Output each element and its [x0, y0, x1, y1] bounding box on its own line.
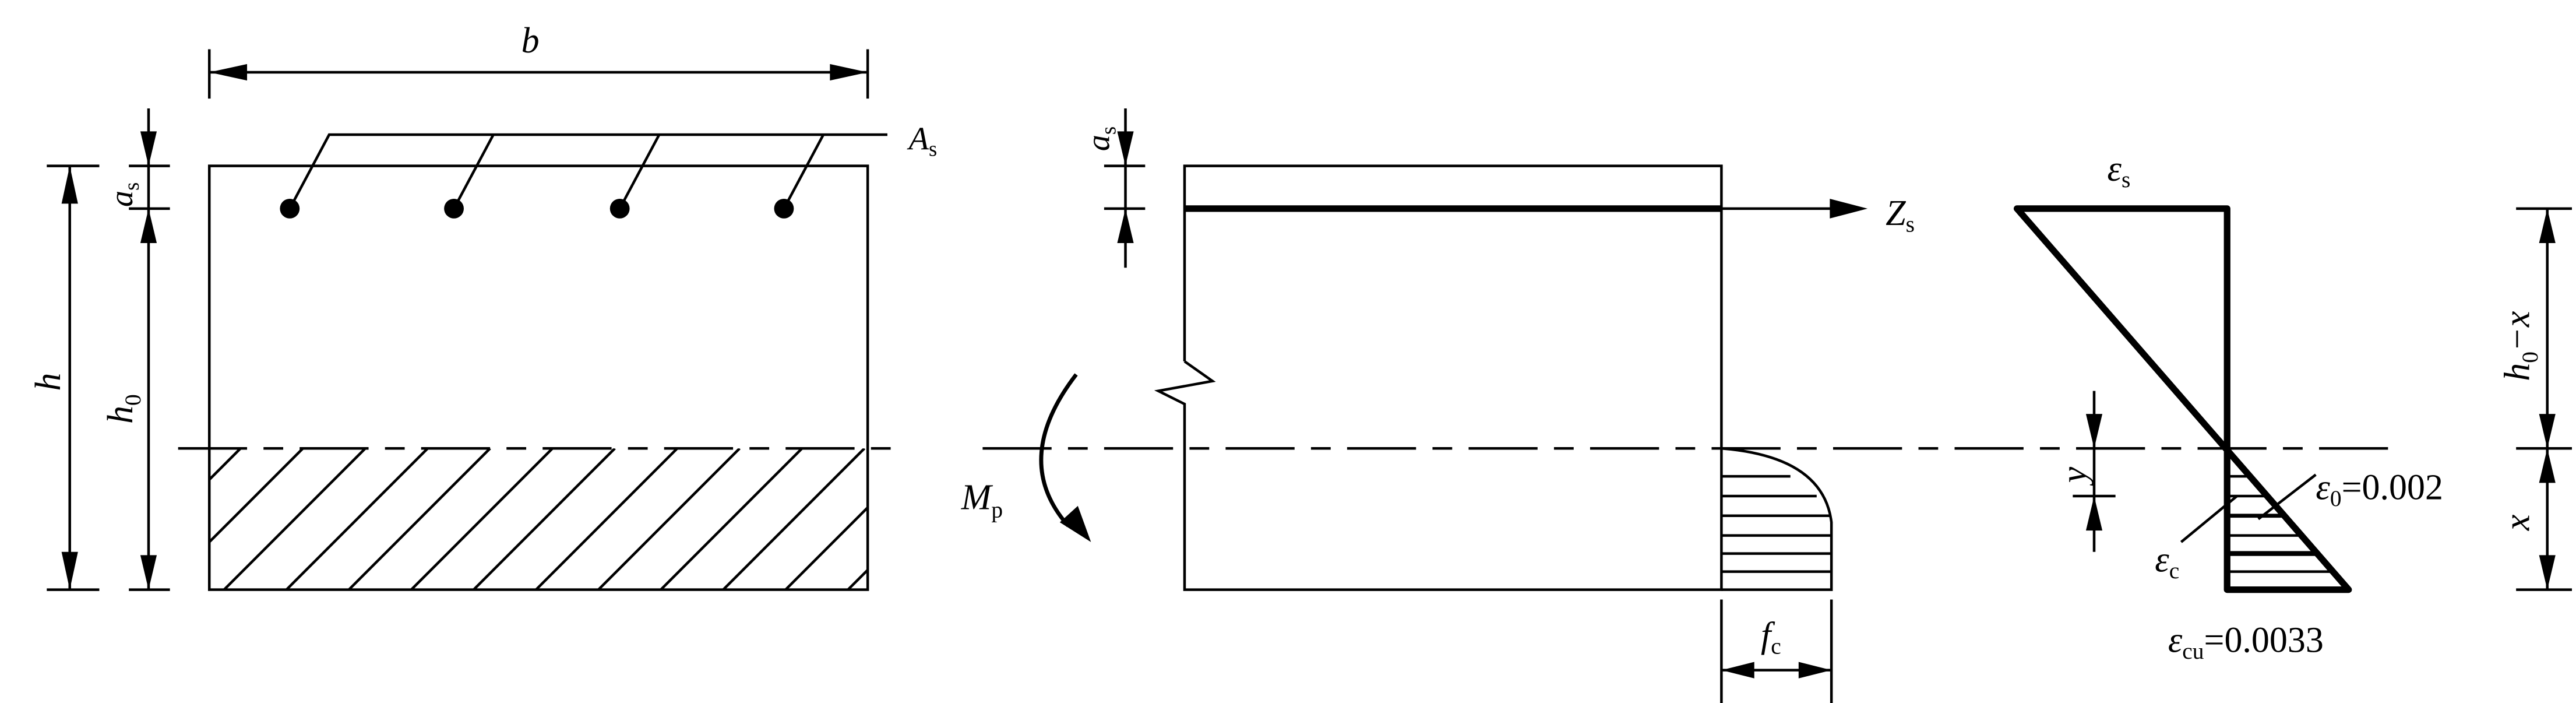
rebar — [444, 198, 464, 219]
hatch-line — [410, 448, 554, 590]
hatch-line — [597, 448, 741, 590]
concrete-stress-block — [1721, 447, 1833, 591]
hatch-line — [722, 448, 866, 590]
rebar — [774, 198, 794, 219]
label-eps-c: εc — [2155, 540, 2179, 584]
dimension-b: b — [207, 21, 869, 99]
label-As: As — [907, 121, 938, 160]
cross-section: As b h as h0 — [29, 21, 1176, 591]
beam-outline-with-break — [1154, 164, 1723, 591]
dimension-fc: fc — [1720, 599, 1833, 703]
dimension-y: y — [2055, 391, 2116, 552]
rebar — [280, 198, 300, 219]
leader-line — [783, 133, 825, 209]
hatch-line — [209, 448, 304, 544]
label-Zs: Zs — [1886, 194, 1915, 237]
label-fc: fc — [1761, 616, 1781, 659]
hatch-line — [473, 448, 616, 590]
label-h: h — [29, 373, 68, 391]
hatch-line — [223, 448, 367, 590]
hatch-line — [286, 448, 429, 590]
beam-elevation: Zs as Mp — [961, 108, 2398, 703]
rebars — [280, 133, 887, 219]
leader-eps0 — [2257, 473, 2317, 521]
hatch-line — [784, 505, 868, 590]
label-h0-minus-x: h0−x — [2498, 311, 2543, 381]
leader-epsc — [2180, 495, 2238, 543]
hatch-line — [1035, 448, 1176, 589]
label-b: b — [521, 21, 540, 61]
hatch-line — [535, 448, 678, 590]
dimension-h0x-x: h0−x x — [2498, 207, 2572, 591]
rebar — [609, 198, 630, 219]
leader-line — [618, 133, 661, 209]
dimension-as-h0: as h0 — [101, 108, 170, 591]
hatch-line — [348, 448, 491, 590]
hatch-line — [660, 448, 804, 590]
moment-arrow: Mp — [961, 373, 1091, 542]
label-x: x — [2498, 514, 2538, 531]
dimension-h: h — [29, 164, 100, 591]
hatch-line — [209, 448, 242, 481]
label-eps-cu: εcu=0.0033 — [2168, 621, 2324, 664]
section-outline — [207, 164, 869, 591]
label-y: y — [2055, 466, 2094, 486]
compression-zone-hatch — [209, 448, 1176, 590]
strain-diagram: εs ε0=0.002 εc εcu=0.0033 y h0−x x — [2013, 149, 2572, 664]
strain-profile — [2013, 205, 2352, 593]
label-eps-0: ε0=0.002 — [2316, 468, 2443, 511]
hatch-line — [847, 568, 868, 590]
label-Mp: Mp — [961, 478, 1003, 523]
label-as-mid: as — [1080, 126, 1120, 151]
leader-line — [453, 133, 495, 209]
label-as-left: as — [104, 182, 143, 207]
dimension-as-mid: as — [1080, 108, 1146, 268]
hatch-line — [910, 448, 1051, 589]
label-h0: h0 — [101, 394, 146, 424]
label-eps-s: εs — [2108, 149, 2131, 192]
leader-line — [288, 133, 887, 209]
